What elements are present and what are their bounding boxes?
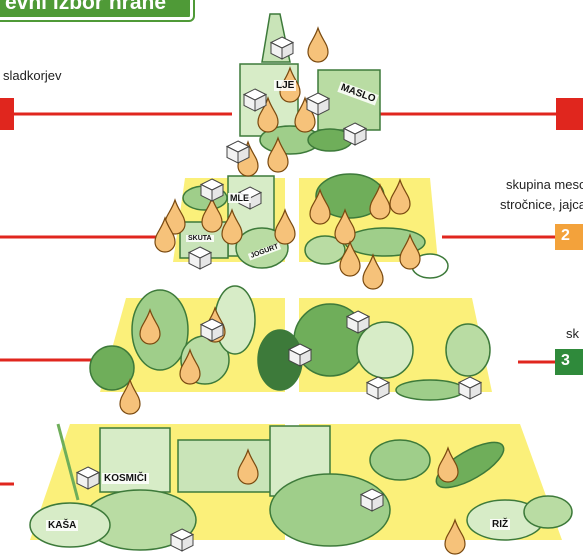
sugar-right-marker: [556, 98, 583, 130]
level-badge-meat: 2: [555, 224, 583, 250]
sugar-cube-icon: [227, 141, 249, 163]
fruit-grapes: [90, 346, 134, 390]
sugar-cube-icon: [307, 93, 329, 115]
label-skuta: SKUTA: [186, 235, 214, 242]
veg-cauliflower: [357, 322, 413, 378]
grain-pasta: [524, 496, 572, 528]
sugar-cube-icon: [171, 529, 193, 551]
grain-potato: [370, 440, 430, 480]
sugar-cube-icon: [289, 344, 311, 366]
veg-pepper: [446, 324, 490, 376]
title-banner: evni izbor hrane: [0, 0, 193, 20]
sugar-cube-icon: [77, 467, 99, 489]
sugar-cube-icon: [347, 311, 369, 333]
meat-group-label-line2: stročnice, jajca: [500, 197, 583, 212]
meat-group-label-line1: skupina meso: [506, 177, 583, 192]
sugar-cube-icon: [201, 179, 223, 201]
sugar-cube-icon: [344, 123, 366, 145]
label-mleko: MLE: [228, 193, 251, 203]
fat-drop-icon: [308, 28, 328, 62]
sugar-left-marker: [0, 98, 14, 130]
sugar-cube-icon: [201, 319, 223, 341]
veg-carrot: [396, 380, 464, 400]
label-lje: LJE: [274, 80, 296, 91]
level-badge-produce: 3: [555, 349, 583, 375]
sugar-label: sladkorjev: [3, 68, 62, 83]
label-riz: RIŽ: [490, 519, 510, 530]
sugar-cube-icon: [244, 89, 266, 111]
label-kosmici: KOSMIČI: [102, 473, 149, 484]
sugar-cube-icon: [271, 37, 293, 59]
produce-group-label: sk: [566, 326, 579, 341]
label-kasa: KAŠA: [46, 520, 78, 531]
page-title: evni izbor hrane: [5, 0, 166, 15]
sugar-cube-icon: [361, 489, 383, 511]
sugar-cube-icon: [459, 377, 481, 399]
sugar-cube-icon: [367, 377, 389, 399]
sugar-cube-icon: [189, 247, 211, 269]
